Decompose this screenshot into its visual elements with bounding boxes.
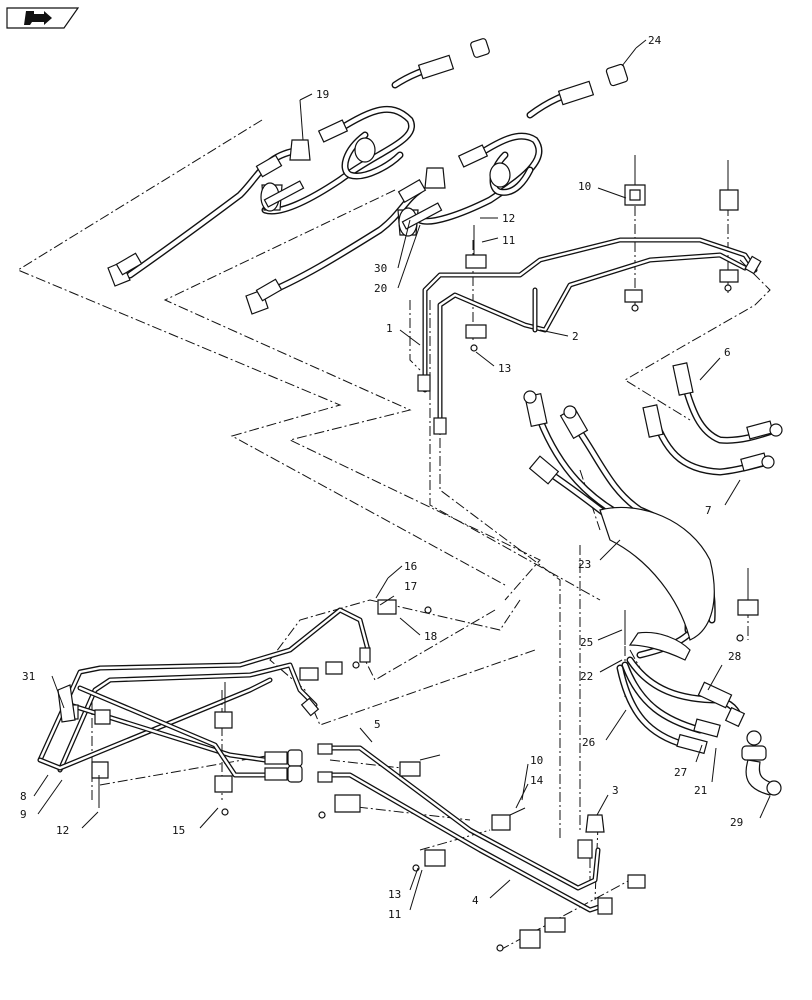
callout-17: 17 xyxy=(404,580,417,593)
callout-11-bottom: 11 xyxy=(388,908,401,921)
callout-15: 15 xyxy=(172,824,185,837)
callout-10-top: 10 xyxy=(578,180,591,193)
page-forward-arrow-icon xyxy=(24,11,52,25)
callout-19: 19 xyxy=(316,88,329,101)
page-forward-button[interactable] xyxy=(6,7,80,29)
upper-hose-assembly-right xyxy=(245,63,629,315)
callout-31: 31 xyxy=(22,670,35,683)
callout-13-top: 13 xyxy=(498,362,511,375)
callout-5: 5 xyxy=(374,718,381,731)
tubes-4-5 xyxy=(264,743,646,952)
lower-tubes-8-9 xyxy=(37,599,432,816)
hose-bundle-23 xyxy=(523,390,716,659)
callout-22: 22 xyxy=(580,670,593,683)
callout-29: 29 xyxy=(730,816,743,829)
callout-16: 16 xyxy=(404,560,417,573)
hoses-6-7 xyxy=(642,362,783,476)
callout-18: 18 xyxy=(424,630,437,643)
callout-20: 20 xyxy=(374,282,387,295)
callout-25: 25 xyxy=(580,636,593,649)
callout-4: 4 xyxy=(472,894,479,907)
lower-right-hoses xyxy=(616,568,782,796)
callout-labels: 19 24 30 20 10 12 11 1 2 13 6 7 23 16 17… xyxy=(20,34,771,921)
callout-13-bottom: 13 xyxy=(388,888,401,901)
callout-1: 1 xyxy=(386,322,393,335)
callout-6: 6 xyxy=(724,346,731,359)
upper-hose-assembly-left xyxy=(107,38,490,287)
callout-28: 28 xyxy=(728,650,741,663)
callout-12-top: 12 xyxy=(502,212,515,225)
callout-2: 2 xyxy=(572,330,579,343)
callout-24: 24 xyxy=(648,34,662,47)
callout-9: 9 xyxy=(20,808,27,821)
callout-12-bottom: 12 xyxy=(56,824,69,837)
callout-10-bottom: 10 xyxy=(530,754,543,767)
callout-27: 27 xyxy=(674,766,687,779)
callout-7: 7 xyxy=(705,504,712,517)
callout-8: 8 xyxy=(20,790,27,803)
callout-23: 23 xyxy=(578,558,591,571)
upper-tubes xyxy=(417,155,762,435)
callout-21: 21 xyxy=(694,784,707,797)
callout-14: 14 xyxy=(530,774,544,787)
callout-11-top: 11 xyxy=(502,234,515,247)
callout-30: 30 xyxy=(374,262,387,275)
callout-26: 26 xyxy=(582,736,595,749)
callout-3: 3 xyxy=(612,784,619,797)
